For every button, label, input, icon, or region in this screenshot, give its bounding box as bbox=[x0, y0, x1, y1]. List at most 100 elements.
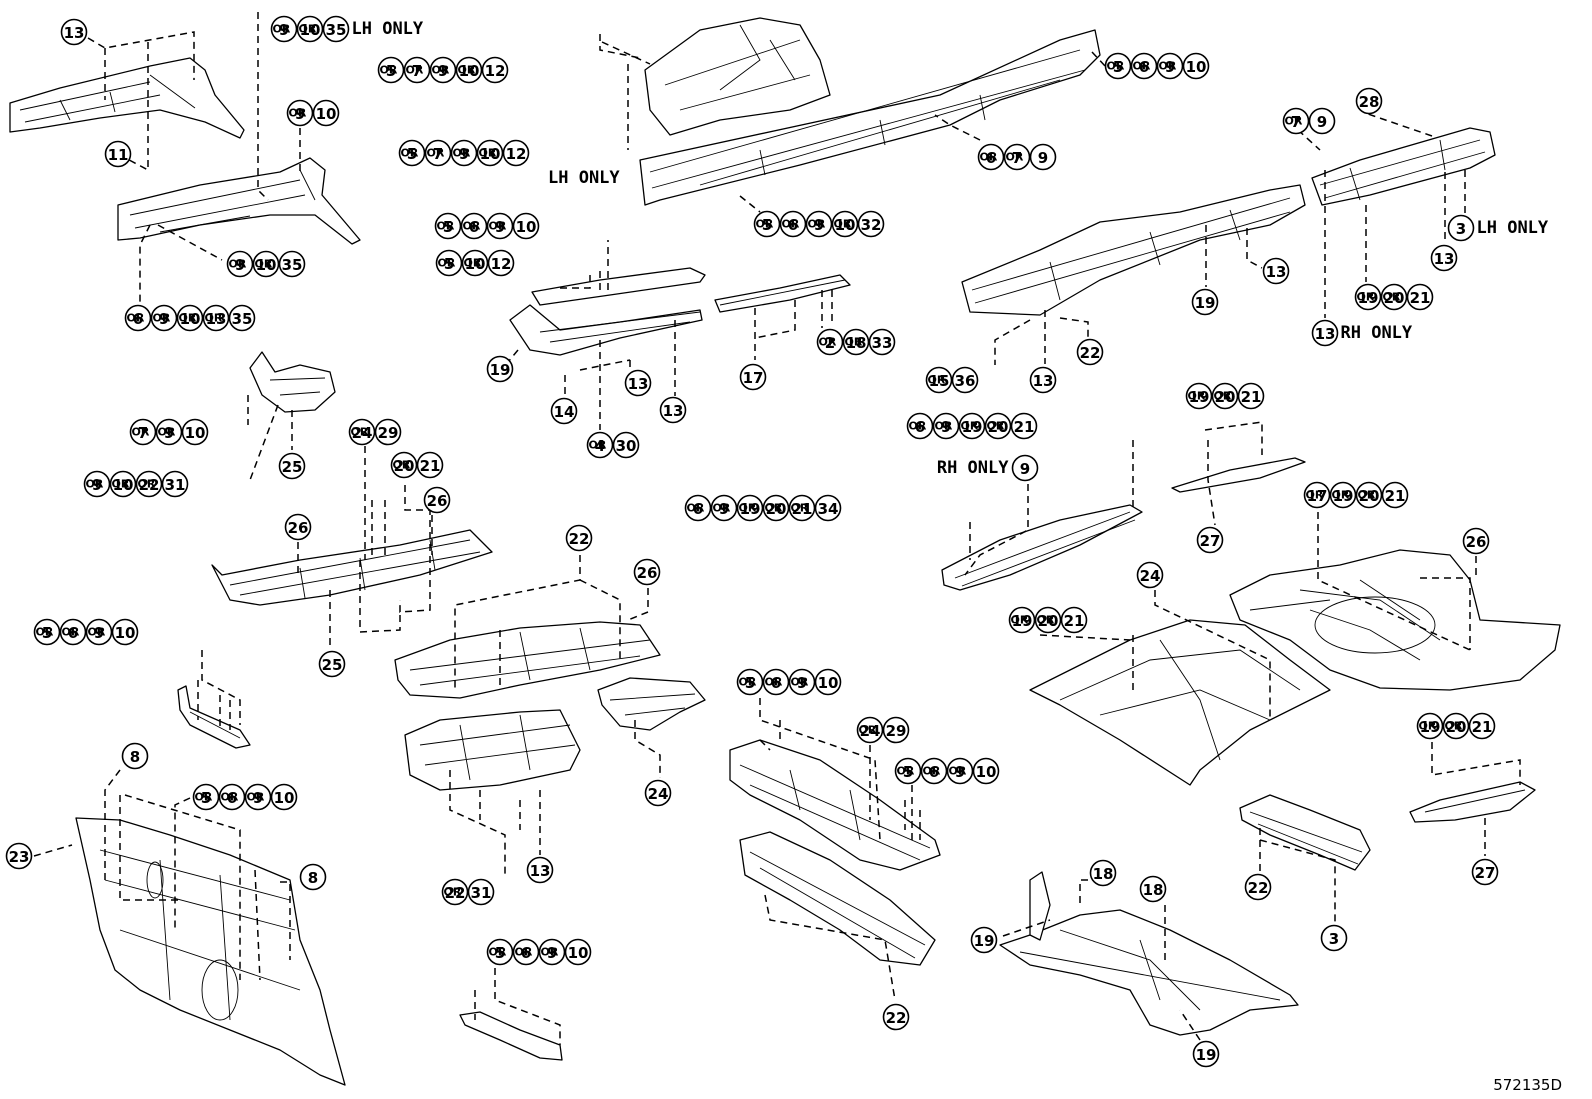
callout-circle bbox=[882, 716, 910, 744]
callout-number: 9 bbox=[719, 500, 729, 518]
or-separator: OR bbox=[1107, 60, 1125, 73]
callout-number: 13 bbox=[663, 402, 684, 420]
part-drawings bbox=[9, 17, 1561, 1086]
or-separator: OR bbox=[845, 336, 863, 349]
callout-circle bbox=[270, 15, 298, 43]
or-separator: OR bbox=[453, 147, 471, 160]
or-separator: OR bbox=[935, 420, 953, 433]
callout-circle bbox=[1104, 52, 1132, 80]
or-separator: OR bbox=[255, 258, 273, 271]
callout-circle bbox=[951, 366, 979, 394]
callout-number: 5 bbox=[386, 62, 396, 80]
callout-number: 6 bbox=[68, 624, 78, 642]
callout-number: 19 bbox=[974, 932, 995, 950]
callout-circle bbox=[1089, 859, 1117, 887]
callout-number: 9 bbox=[547, 944, 557, 962]
or-separator: OR bbox=[437, 220, 455, 233]
or-separator: OR bbox=[479, 147, 497, 160]
callout-number: 14 bbox=[554, 403, 575, 421]
callout-circle bbox=[788, 668, 816, 696]
callout-number: 7 bbox=[1012, 149, 1022, 167]
callout-circle bbox=[299, 863, 327, 891]
callout-circle bbox=[322, 15, 350, 43]
callout-circle bbox=[814, 668, 842, 696]
callout-number: 35 bbox=[282, 256, 303, 274]
callout-c61: 23 bbox=[5, 842, 33, 870]
callout-circle bbox=[1447, 214, 1475, 242]
callout-number: 18 bbox=[1093, 865, 1114, 883]
callout-number: 6 bbox=[986, 149, 996, 167]
callout-circle bbox=[150, 304, 178, 332]
part-center-brackets bbox=[509, 267, 851, 356]
callout-number: 17 bbox=[1307, 487, 1328, 505]
callout-circle bbox=[487, 249, 515, 277]
callout-number: 24 bbox=[648, 785, 669, 803]
callout-circle bbox=[972, 757, 1000, 785]
or-separator: OR bbox=[427, 147, 445, 160]
callout-c24: 22 bbox=[1076, 338, 1104, 366]
or-separator: OR bbox=[1306, 489, 1324, 502]
callout-c28: 13 bbox=[1029, 366, 1057, 394]
callout-circle bbox=[460, 212, 488, 240]
callout-circle bbox=[111, 618, 139, 646]
callout-number: 9 bbox=[1038, 149, 1048, 167]
callout-number: 21 bbox=[1410, 289, 1431, 307]
or-separator: OR bbox=[132, 426, 150, 439]
callout-number: 9 bbox=[459, 145, 469, 163]
or-separator: OR bbox=[859, 724, 877, 737]
callout-circle bbox=[192, 783, 220, 811]
callout-circle bbox=[762, 494, 790, 522]
callout-circle bbox=[857, 210, 885, 238]
callout-number: 5 bbox=[745, 674, 755, 692]
callout-number: 30 bbox=[616, 437, 637, 455]
callout-number: 29 bbox=[886, 722, 907, 740]
callout-circle bbox=[181, 418, 209, 446]
callout-number: 10 bbox=[180, 310, 201, 328]
callout-number: 13 bbox=[1266, 263, 1287, 281]
callout-circle bbox=[1136, 561, 1164, 589]
callout-circle bbox=[1185, 382, 1213, 410]
or-separator: OR bbox=[299, 23, 317, 36]
callout-circle bbox=[424, 139, 452, 167]
callout-circle bbox=[1462, 527, 1490, 555]
or-separator: OR bbox=[127, 312, 145, 325]
callout-c63: 27 bbox=[1471, 858, 1499, 886]
or-separator: OR bbox=[756, 218, 774, 231]
callout-circle bbox=[104, 140, 132, 168]
callout-circle bbox=[1303, 481, 1331, 509]
callout-circle bbox=[1416, 712, 1444, 740]
callout-c68: 19 bbox=[970, 926, 998, 954]
callout-number: 8 bbox=[130, 748, 140, 766]
or-separator: OR bbox=[739, 676, 757, 689]
callout-number: 13 bbox=[1033, 372, 1054, 390]
callout-number: 26 bbox=[1466, 533, 1487, 551]
callout-circle bbox=[284, 513, 312, 541]
callout-number: 20 bbox=[988, 418, 1009, 436]
callout-number: 13 bbox=[206, 310, 227, 328]
callout-c25: 19 bbox=[486, 355, 514, 383]
callout-number: 35 bbox=[326, 21, 347, 39]
or-separator: OR bbox=[153, 312, 171, 325]
callout-c71: 22 bbox=[882, 1003, 910, 1031]
or-separator: OR bbox=[1011, 614, 1029, 627]
or-separator: OR bbox=[1188, 390, 1206, 403]
or-separator: OR bbox=[961, 420, 979, 433]
callout-circle bbox=[612, 431, 640, 459]
callout-number: 10 bbox=[516, 218, 537, 236]
or-separator: OR bbox=[515, 946, 533, 959]
callout-circle bbox=[135, 470, 163, 498]
callout-circle bbox=[984, 412, 1012, 440]
callout-circle bbox=[1011, 454, 1039, 482]
callout-number: 19 bbox=[1189, 388, 1210, 406]
or-separator: OR bbox=[1159, 60, 1177, 73]
or-separator: OR bbox=[247, 791, 265, 804]
callout-circle bbox=[958, 412, 986, 440]
